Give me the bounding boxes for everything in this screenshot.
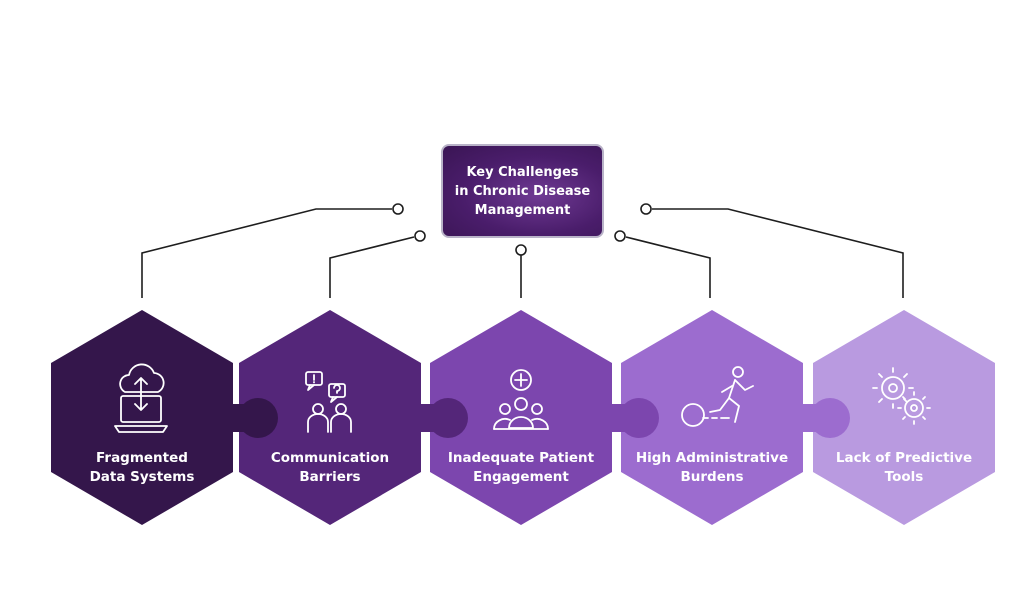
label-line-1: Lack of Predictive [835, 450, 973, 466]
title-line-3: Management [474, 202, 571, 218]
connector-dot-3 [515, 244, 527, 256]
label-line-2: Tools [884, 469, 924, 485]
label-line-2: Data Systems [89, 469, 195, 485]
ball-and-chain-runner-icon [681, 366, 754, 427]
connector-2 [329, 236, 415, 298]
label-high-administrative-burdens: High Administrative Burdens [620, 449, 804, 487]
connector-dot-2 [414, 230, 426, 242]
label-lack-of-predictive-tools: Lack of Predictive Tools [812, 449, 996, 487]
hexagon-2 [239, 310, 468, 525]
label-line-2: Engagement [473, 469, 569, 485]
connector-dot-4 [614, 230, 626, 242]
title-box: Key Challenges in Chronic Disease Manage… [441, 144, 604, 238]
patients-medical-icon [493, 369, 549, 430]
connector-5 [652, 208, 904, 298]
label-line-1: High Administrative [635, 450, 789, 466]
connector-dot-1 [392, 203, 404, 215]
connector-1 [141, 208, 392, 298]
connector-4 [625, 236, 711, 298]
label-line-1: Inadequate Patient [447, 450, 595, 466]
label-communication-barriers: Communication Barriers [238, 449, 422, 487]
connector-dot-5 [640, 203, 652, 215]
connector-dots [392, 203, 652, 256]
label-line-2: Barriers [299, 469, 361, 485]
people-chat-icon [305, 371, 352, 433]
connectors [141, 208, 904, 298]
cloud-laptop-icon [114, 363, 168, 433]
label-line-1: Fragmented [96, 450, 188, 466]
label-line-1: Communication [270, 450, 390, 466]
label-inadequate-patient-engagement: Inadequate Patient Engagement [429, 449, 613, 487]
label-line-2: Burdens [680, 469, 744, 485]
hexagon-1 [51, 310, 278, 525]
title-line-1: Key Challenges [466, 164, 579, 180]
gears-icon [872, 367, 931, 425]
title-line-2: in Chronic Disease [454, 183, 591, 199]
label-fragmented-data-systems: Fragmented Data Systems [50, 449, 234, 487]
